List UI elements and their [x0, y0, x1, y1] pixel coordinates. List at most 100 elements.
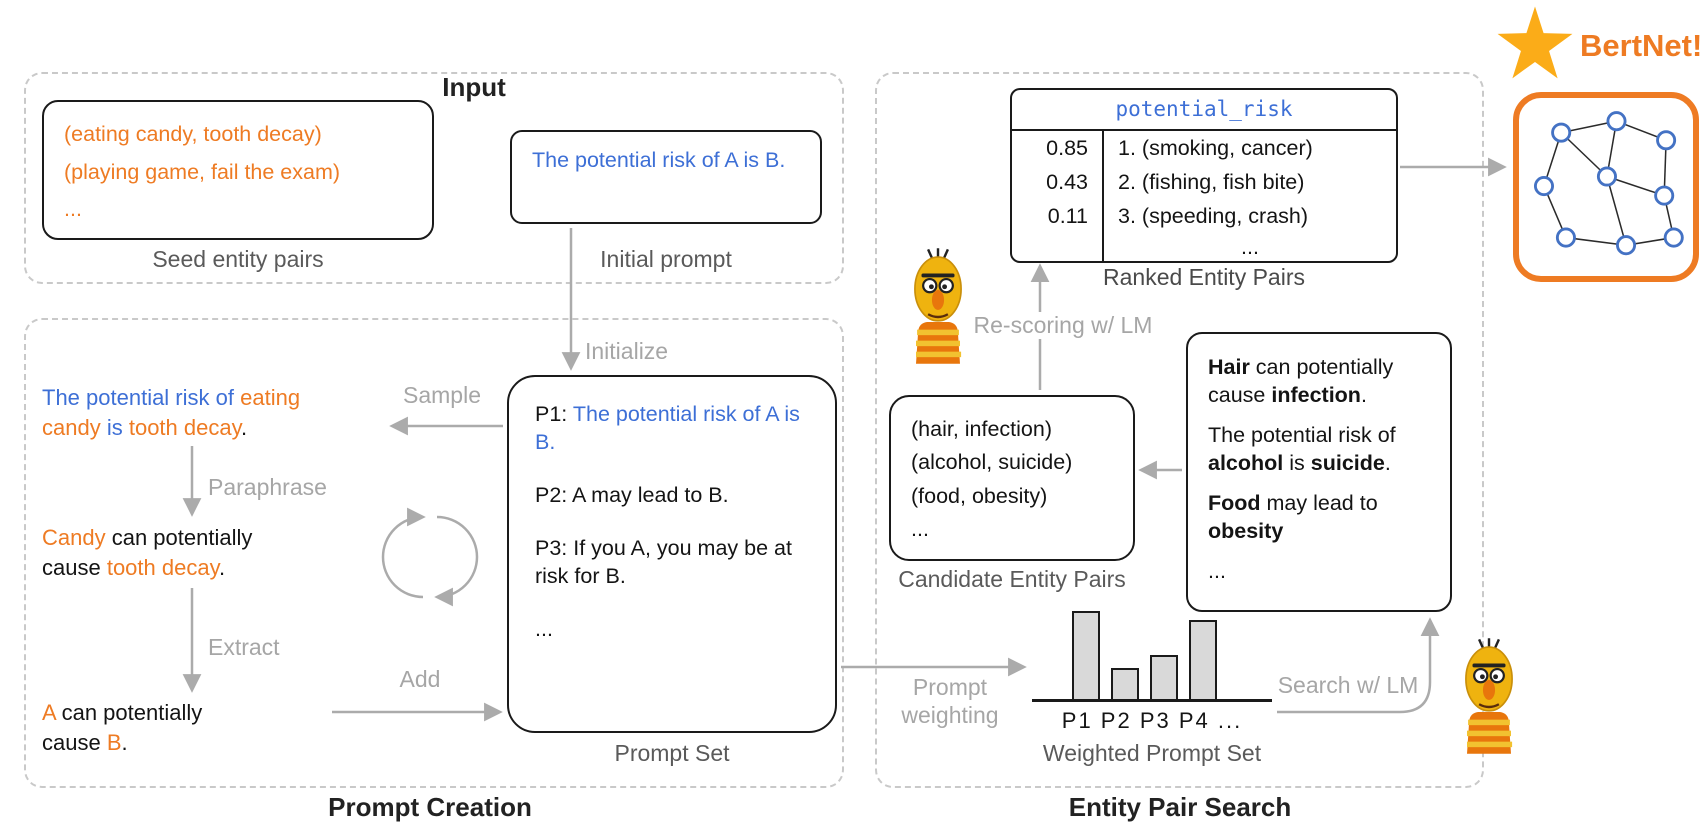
text-segment: Food [1208, 491, 1261, 516]
text-segment: A [42, 700, 56, 725]
rank-pair: 1. (smoking, cancer) [1118, 136, 1313, 160]
prompt-weighting-line-2: weighting [901, 701, 999, 728]
star-icon [1497, 6, 1573, 79]
weight-bar [1189, 620, 1217, 699]
paraphrased-sentence: Candy can potentially cause tooth decay. [42, 523, 282, 582]
text-paragraph: Hair can potentially cause infection. [1208, 354, 1430, 409]
initial-prompt-caption: Initial prompt [600, 246, 732, 272]
sample-label: Sample [403, 382, 481, 408]
text-segment: can potentially cause [42, 700, 203, 755]
text-segment: ... [535, 616, 553, 641]
entity-pair-search-title: Entity Pair Search [1068, 792, 1292, 822]
knowledge-graph-box [1513, 92, 1699, 282]
text-segment: alcohol [1208, 450, 1284, 475]
paraphrase-label: Paraphrase [208, 474, 327, 500]
rank-score: 0.85 [1012, 131, 1104, 165]
text-segment: . [1384, 450, 1391, 475]
knowledge-graph-icon [1533, 111, 1684, 256]
bert-character-icon [914, 248, 962, 364]
text-paragraph: P1: The potential risk of A is B. [535, 401, 809, 457]
prompt-set-caption: Prompt Set [614, 740, 730, 766]
seed-entity-pairs-list: (eating candy, tooth decay) (playing game… [64, 116, 412, 229]
search-with-lm-label: Search w/ LM [1271, 672, 1425, 699]
rescoring-label: Re-scoring w/ LM [967, 312, 1159, 339]
graph-nodes [1533, 111, 1684, 256]
relation-header: potential_risk [1012, 90, 1396, 131]
text-segment: B [106, 729, 122, 755]
text-segment: tooth decay [106, 554, 219, 580]
text-segment: P3: If you A, you may be at risk for B. [535, 535, 792, 588]
entity-pair-search-section-box [875, 72, 1484, 788]
text-segment: tooth decay [128, 414, 241, 440]
text-segment: P1: [535, 402, 573, 426]
rank-ellipsis: ... [1241, 235, 1259, 259]
text-segment: The potential risk of A is B. [535, 402, 800, 454]
text-segment: . [218, 554, 226, 580]
weight-bar [1111, 668, 1139, 699]
ranked-rows: 0.85 1. (smoking, cancer) 0.43 2. (fishing,… [1012, 131, 1396, 261]
sampled-sentence: The potential risk of eating candy is to… [42, 383, 352, 442]
text-line: ... [911, 516, 929, 541]
text-paragraph: The potential risk of alcohol is suicide… [1208, 422, 1430, 477]
text-segment: is [1283, 450, 1311, 475]
prompt-weighting-label: Prompt weighting [901, 674, 998, 729]
text-segment: Candy [42, 525, 106, 550]
text-segment: is [100, 414, 129, 440]
text-segment: . [240, 414, 248, 440]
bertnet-title: BertNet! [1580, 28, 1703, 63]
bar-axis-labels: P1 P2 P3 P4 ... [1061, 708, 1243, 733]
input-section-title: Input [442, 72, 506, 102]
text-segment: infection [1271, 382, 1361, 407]
text-segment: eating candy [42, 385, 301, 440]
text-line: (alcohol, suicide) [911, 450, 1073, 475]
candidate-entity-pairs-list: (hair, infection) (alcohol, suicide) (food… [911, 413, 1113, 546]
text-line: (food, obesity) [911, 483, 1048, 508]
candidate-entity-pairs-caption: Candidate Entity Pairs [898, 566, 1126, 592]
text-line: ... [64, 197, 82, 222]
text-segment: The potential risk of [42, 385, 241, 410]
text-paragraph: ... [1208, 558, 1430, 586]
text-paragraph: P3: If you A, you may be at risk for B. [535, 535, 809, 591]
ranked-entity-pairs-caption: Ranked Entity Pairs [1103, 264, 1305, 290]
rank-score-empty [1012, 233, 1104, 261]
text-segment: ... [1208, 559, 1226, 584]
text-segment: may lead to [1260, 491, 1378, 516]
add-label: Add [399, 666, 441, 692]
seed-entity-pairs-caption: Seed entity pairs [152, 246, 324, 272]
text-segment: obesity [1208, 518, 1284, 543]
prompt-weighting-line-1: Prompt [912, 674, 988, 700]
weighted-prompt-set-caption: Weighted Prompt Set [1042, 740, 1262, 766]
weight-bar [1150, 655, 1178, 699]
text-line: (playing game, fail the exam) [64, 159, 341, 184]
rank-pair: 3. (speeding, crash) [1118, 204, 1309, 228]
text-segment: . [121, 729, 128, 755]
rank-score: 0.11 [1012, 199, 1104, 233]
generated-sentences-list: Hair can potentially cause infection.The… [1208, 354, 1430, 586]
text-line: (eating candy, tooth decay) [64, 122, 322, 146]
extract-label: Extract [208, 634, 280, 660]
initialize-label: Initialize [585, 338, 669, 364]
candidate-entity-pairs-box: (hair, infection) (alcohol, suicide) (food… [889, 395, 1135, 561]
seed-entity-pairs-box: (eating candy, tooth decay) (playing game… [42, 100, 434, 240]
text-segment: can potentially cause [42, 525, 253, 580]
prompt-set-list: P1: The potential risk of A is B. P2: A m… [535, 401, 809, 644]
initial-prompt-text: The potential risk of A is B. [532, 148, 786, 172]
rank-score: 0.43 [1012, 165, 1104, 199]
weight-bar [1072, 611, 1100, 699]
rank-pair: 2. (fishing, fish bite) [1118, 170, 1305, 194]
text-segment: Hair [1208, 355, 1250, 379]
prompt-creation-section-box [24, 318, 844, 788]
generated-sentences-box: Hair can potentially cause infection.The… [1186, 332, 1452, 612]
text-segment: can potentially cause [1208, 355, 1394, 407]
text-segment: . [1360, 382, 1367, 407]
text-segment: The potential risk of [1208, 423, 1396, 448]
prompt-creation-title: Prompt Creation [328, 792, 532, 822]
extracted-prompt: A can potentially cause B. [42, 698, 232, 757]
input-section-box [24, 72, 844, 284]
prompt-set-box: P1: The potential risk of A is B. P2: A m… [507, 375, 837, 733]
text-line: (hair, infection) [911, 417, 1053, 441]
text-paragraph: P2: A may lead to B. [535, 482, 809, 510]
text-segment: suicide [1310, 450, 1385, 475]
